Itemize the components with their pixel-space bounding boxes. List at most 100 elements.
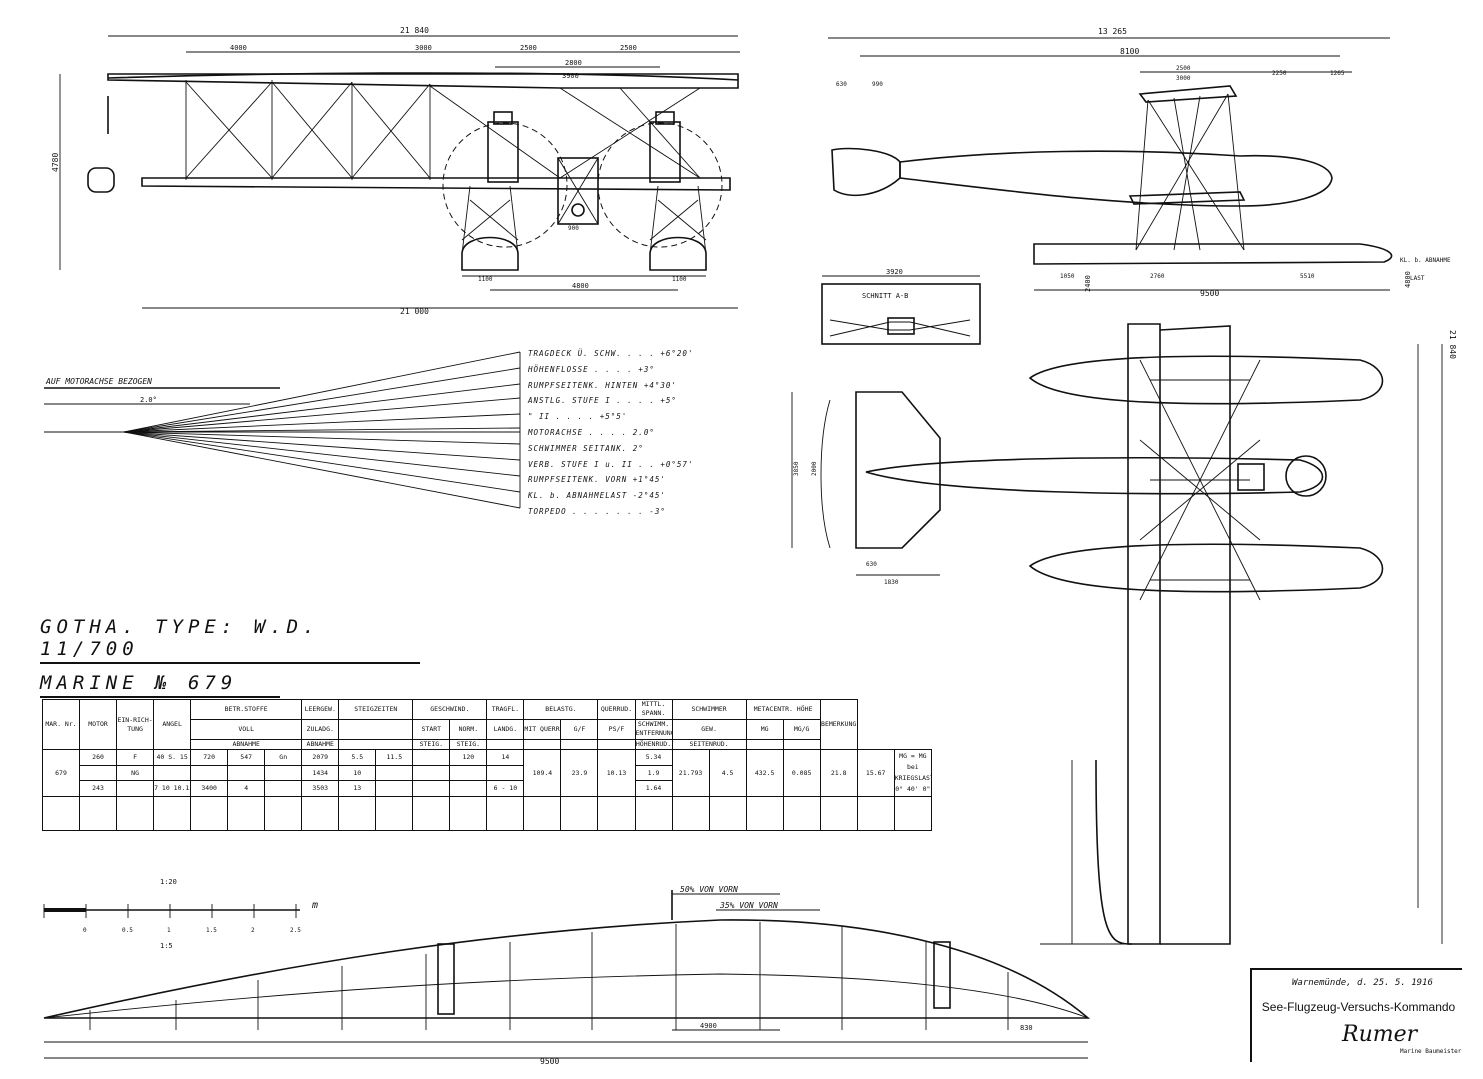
table-cell bbox=[153, 764, 192, 782]
scale-ratio-bottom: 1:5 bbox=[160, 942, 173, 950]
table-cell bbox=[116, 780, 155, 797]
table-cell: 109.4 bbox=[523, 749, 562, 797]
table-cell bbox=[264, 780, 303, 797]
table-header: GESCHWIND. bbox=[412, 699, 488, 720]
table-cell bbox=[79, 796, 118, 831]
angle-item: RUMPFSEITENK. HINTEN +4°30' bbox=[528, 380, 677, 390]
stamp-subtitle: Marine Baumeister bbox=[1400, 1048, 1462, 1055]
table-cell: 6 - 10 bbox=[486, 780, 525, 797]
float-segment: 4900 bbox=[700, 1022, 717, 1030]
float-dim: 5510 bbox=[1300, 273, 1315, 280]
angles-ref: 2.0° bbox=[140, 396, 157, 404]
scale-ratio-top: 1:20 bbox=[160, 878, 177, 886]
approval-stamp: Warnemünde, d. 25. 5. 1916 See-Flugzeug-… bbox=[1250, 968, 1462, 1062]
title-type: GOTHA. TYPE: W.D. 11/700 bbox=[40, 616, 420, 664]
note: bei KRIEGSLAST bbox=[894, 763, 932, 783]
float-width-label: 1100 bbox=[478, 276, 493, 283]
scale-tick: 1 bbox=[167, 927, 171, 934]
angle-item: TORPEDO . . . . . . . -3° bbox=[528, 506, 666, 516]
hub-dim: 900 bbox=[568, 225, 579, 232]
table-subheader: STEIG. bbox=[412, 738, 451, 751]
angle-item: MOTORACHSE . . . . 2.0° bbox=[528, 427, 655, 437]
scale-tick: 0 bbox=[83, 927, 87, 934]
note: MG = MG bbox=[899, 752, 927, 761]
table-cell bbox=[227, 764, 266, 782]
table-cell bbox=[375, 780, 414, 797]
table-cell bbox=[412, 796, 451, 831]
table-cell bbox=[227, 796, 266, 831]
table-cell bbox=[486, 764, 525, 782]
plan-span: 21 840 bbox=[1448, 330, 1457, 359]
table-cell: 11.5 bbox=[375, 749, 414, 766]
stamp-signature: Rumer bbox=[1342, 1022, 1418, 1047]
table-subheader: GEW. bbox=[671, 718, 747, 740]
table-cell bbox=[708, 796, 747, 831]
table-header: MOTOR bbox=[79, 698, 118, 751]
angle-labels: TRAGDECK Ü. SCHW. . . . +6°20' HÖHENFLOS… bbox=[528, 346, 693, 520]
scale-tick: 1.5 bbox=[206, 927, 217, 934]
float-width-label: 1100 bbox=[672, 276, 687, 283]
table-cell bbox=[412, 780, 451, 797]
table-header: EIN-RICH-TUNG bbox=[116, 698, 155, 751]
plan-view: 3850 2000 630 1830 21 840 4800 2400 bbox=[791, 271, 1457, 945]
side-label: KL. b. ABNAHME bbox=[1400, 257, 1451, 264]
table-cell: 5.34 bbox=[634, 749, 673, 766]
table-subheader: ABNAHME bbox=[301, 738, 340, 751]
float-total: 9500 bbox=[1200, 289, 1219, 298]
section-ab: 3920 SCHNITT A-B bbox=[821, 268, 981, 345]
table-subheader bbox=[523, 738, 562, 751]
table-subheader: PS/F bbox=[597, 718, 636, 740]
table-cell: 40 S. 15 bbox=[153, 749, 192, 766]
table-cell bbox=[449, 796, 488, 831]
table-header-row: MAR. Nr. MOTOR EIN-RICH-TUNG ANGEL BETR.… bbox=[41, 698, 932, 751]
float-label: 35% VON VORN bbox=[719, 901, 778, 910]
plan-dim: 2400 bbox=[1084, 275, 1092, 292]
float-length: 9500 bbox=[540, 1057, 559, 1066]
table-cell: NG bbox=[116, 764, 155, 782]
table-cell bbox=[745, 796, 784, 831]
table-row bbox=[41, 796, 933, 831]
table-header: QUERRUD. bbox=[597, 699, 636, 720]
table-cell bbox=[375, 796, 414, 831]
angle-item: RUMPFSEITENK. VORN +1°45' bbox=[528, 475, 666, 485]
angle-lines bbox=[123, 351, 521, 509]
table-subheader bbox=[338, 718, 414, 740]
table-cell: 4.5 bbox=[708, 749, 747, 797]
table-header: BETR.STOFFE bbox=[190, 699, 303, 720]
table-header: MITTL. SPANN. bbox=[634, 699, 673, 720]
table-cell: 21.793 bbox=[671, 749, 710, 797]
table-cell: 243 bbox=[79, 780, 118, 797]
title-marine: MARINE № 679 bbox=[40, 672, 280, 698]
angle-item: SCHWIMMER SEITANK. 2° bbox=[528, 443, 644, 453]
note: 0° 40' 0" bbox=[895, 785, 931, 794]
table-subheader: VOLL bbox=[190, 718, 303, 740]
table-header: METACENTR. HÖHE bbox=[745, 699, 821, 720]
section-label: SCHNITT A-B bbox=[862, 292, 908, 300]
float-profile: 50% VON VORN 35% VON VORN 4900 830 9500 bbox=[43, 885, 1091, 1066]
table-row: NG 1434 10 1.9 bbox=[43, 764, 932, 782]
dim-label: 2800 bbox=[565, 59, 582, 67]
stamp-org: See-Flugzeug-Versuchs-Kommando bbox=[1261, 1000, 1456, 1014]
table-cell bbox=[153, 796, 192, 831]
float-dim: 2760 bbox=[1150, 273, 1165, 280]
table-cell: 4 bbox=[227, 780, 266, 797]
table-cell: 14 bbox=[486, 749, 525, 766]
table-cell: F bbox=[116, 749, 155, 766]
table-cell-marine-no: 679 bbox=[41, 749, 81, 797]
angles-heading: AUF MOTORACHSE BEZOGEN bbox=[45, 377, 152, 386]
table-cell bbox=[116, 796, 155, 831]
table-subheader: G/F bbox=[560, 718, 599, 740]
table-header: MAR. Nr. bbox=[41, 698, 81, 751]
table-cell bbox=[412, 749, 451, 766]
table-cell: Gn bbox=[264, 749, 303, 766]
table-cell: 5.5 bbox=[338, 749, 377, 766]
table-row: 243 7 10 10.150 3400 4 3503 13 6 - 10 1.… bbox=[43, 780, 932, 797]
table-cell bbox=[819, 796, 858, 831]
stamp-date: Warnemünde, d. 25. 5. 1916 bbox=[1292, 978, 1433, 988]
table-cell bbox=[449, 780, 488, 797]
dim-label: 2500 bbox=[620, 44, 637, 52]
table-cell bbox=[893, 796, 933, 831]
float-track-label: 4800 bbox=[572, 282, 589, 290]
table-subheader bbox=[338, 738, 414, 751]
table-header: BEMERKUNG bbox=[819, 698, 858, 751]
